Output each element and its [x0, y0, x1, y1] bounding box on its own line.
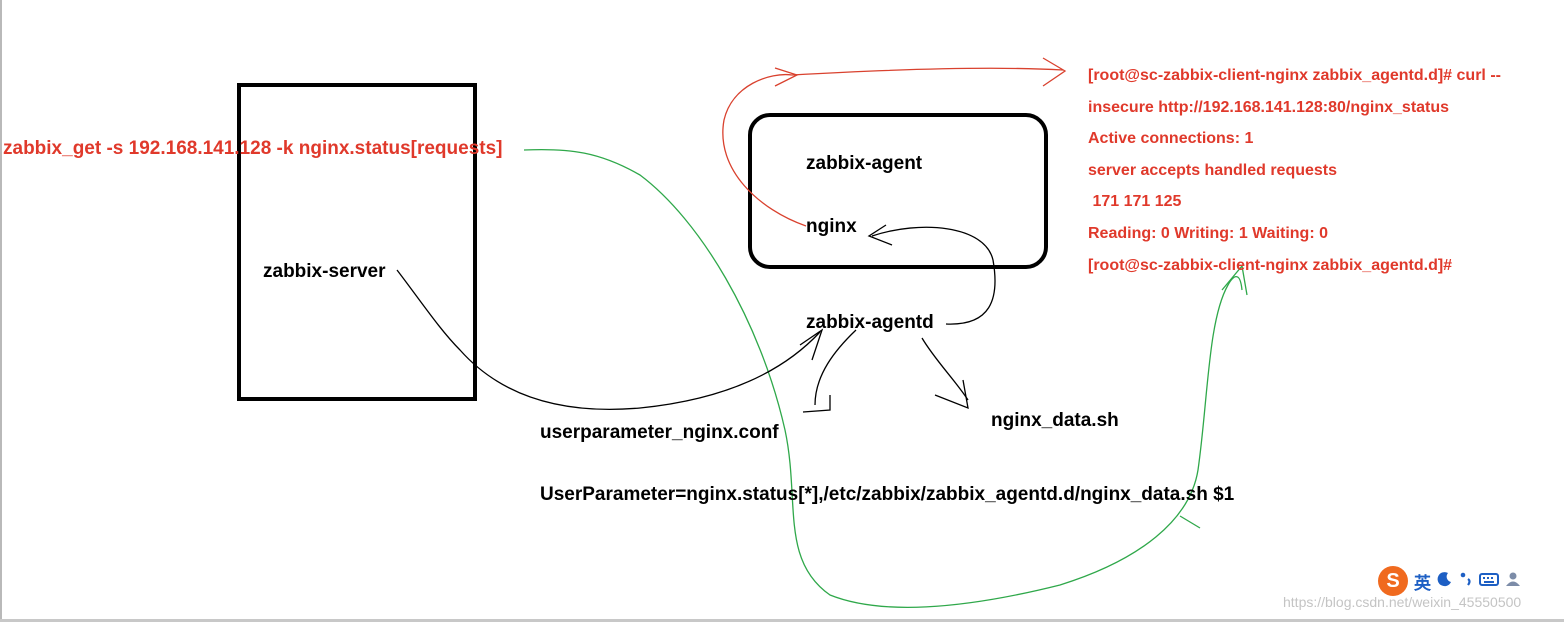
zabbix-get-command: zabbix_get -s 192.168.141.128 -k nginx.s…: [3, 138, 503, 159]
ime-language-toggle[interactable]: 英: [1414, 573, 1431, 593]
userparameter-line: UserParameter=nginx.status[*],/etc/zabbi…: [540, 484, 1235, 505]
terminal-line: insecure http://192.168.141.128:80/nginx…: [1088, 98, 1450, 116]
terminal-line: [root@sc-zabbix-client-nginx zabbix_agen…: [1088, 256, 1453, 274]
canvas-bottom-edge: [0, 619, 1564, 622]
black-arrows: [396, 224, 996, 413]
terminal-line: 171 171 125: [1088, 193, 1182, 211]
green-arrow: [523, 148, 1248, 608]
punctuation-icon[interactable]: [1459, 571, 1473, 592]
userparameter-conf-label: userparameter_nginx.conf: [540, 422, 779, 443]
ime-toolbar[interactable]: S 英: [1378, 566, 1564, 596]
zabbix-agentd-label: zabbix-agentd: [806, 312, 934, 333]
zabbix-server-box: [237, 83, 477, 401]
zabbix-agent-label: zabbix-agent: [806, 153, 923, 174]
red-arrow: [722, 57, 1067, 227]
csdn-watermark: https://blog.csdn.net/weixin_45550500: [1283, 594, 1522, 610]
terminal-line: Reading: 0 Writing: 1 Waiting: 0: [1088, 224, 1328, 242]
sogou-logo-icon[interactable]: S: [1378, 566, 1408, 596]
moon-icon[interactable]: [1437, 571, 1453, 592]
terminal-line: server accepts handled requests: [1088, 161, 1338, 179]
zabbix-server-label: zabbix-server: [263, 261, 386, 282]
nginx-data-script-label: nginx_data.sh: [991, 410, 1119, 431]
user-icon[interactable]: [1505, 571, 1523, 592]
terminal-output: [root@sc-zabbix-client-nginx zabbix_agen…: [1088, 60, 1501, 281]
keyboard-icon[interactable]: [1479, 571, 1499, 592]
terminal-line: Active connections: 1: [1088, 130, 1254, 148]
terminal-line: [root@sc-zabbix-client-nginx zabbix_agen…: [1088, 67, 1501, 84]
canvas-left-edge: [0, 0, 2, 622]
nginx-label: nginx: [806, 216, 857, 237]
